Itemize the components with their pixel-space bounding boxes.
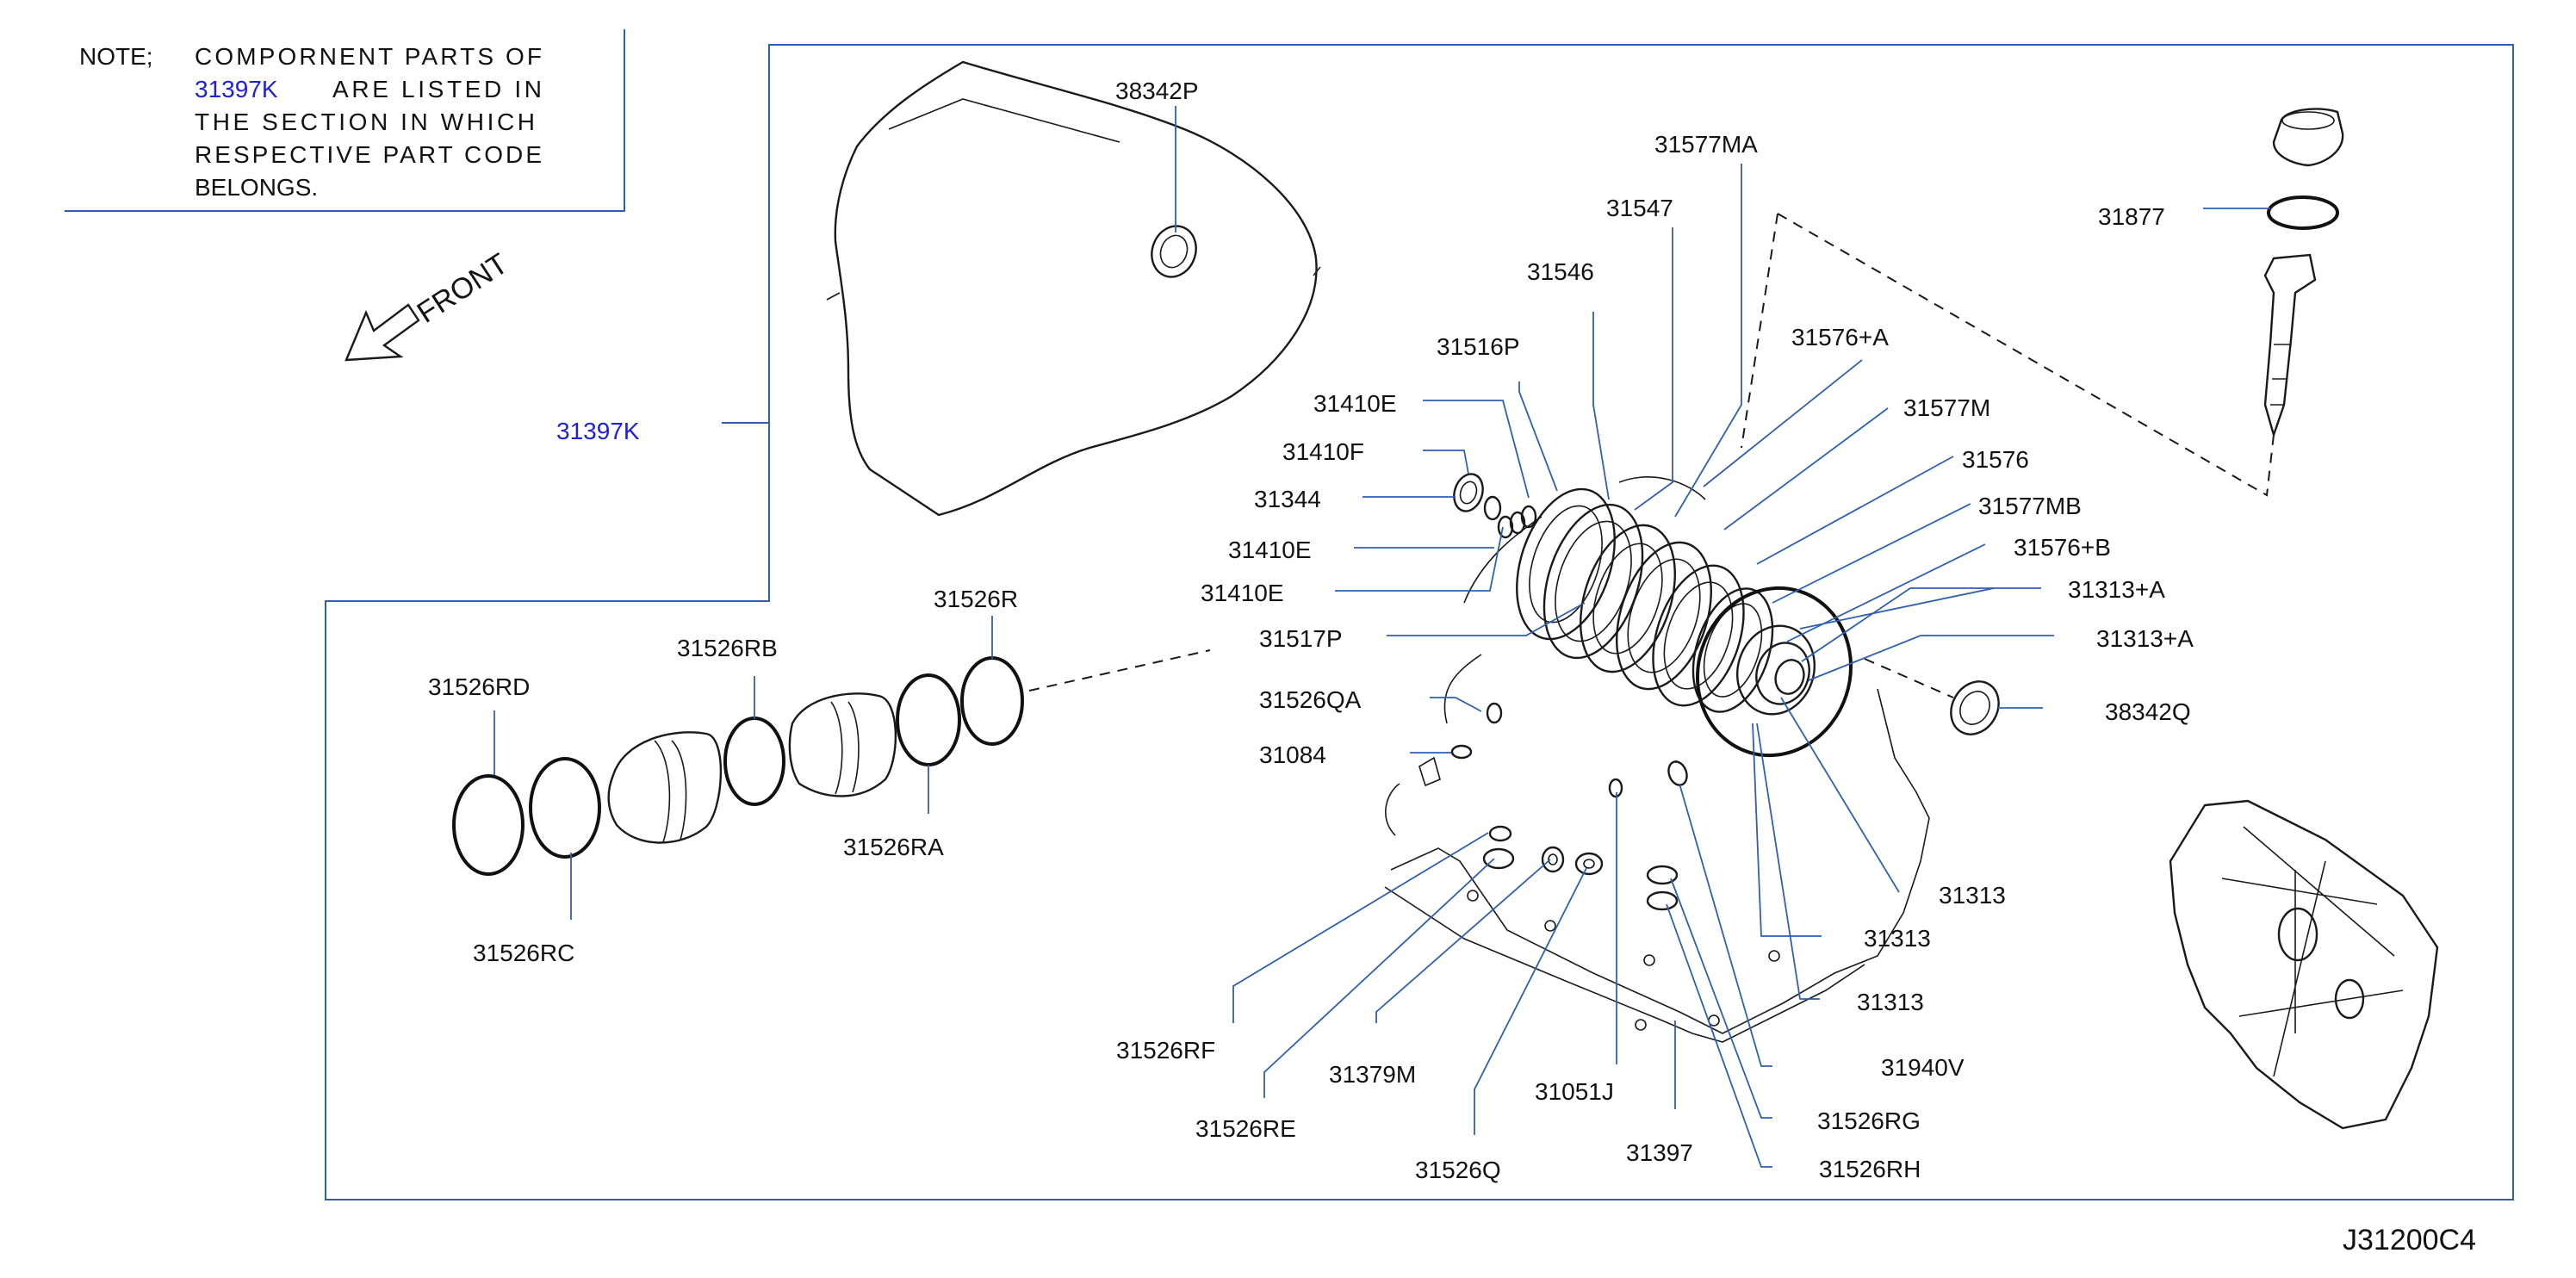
label-31526R[interactable]: 31526R	[934, 586, 1018, 612]
transmission-case-drawing	[826, 60, 1321, 517]
note-line-4: RESPECTIVE PART CODE	[195, 141, 542, 168]
label-31517P[interactable]: 31517P	[1259, 625, 1343, 652]
label-31084[interactable]: 31084	[1259, 741, 1326, 768]
note-line-5: BELONGS.	[195, 174, 318, 201]
label-31410F[interactable]: 31410F	[1282, 438, 1364, 465]
label-31526RE[interactable]: 31526RE	[1195, 1115, 1296, 1142]
label-38342Q[interactable]: 38342Q	[2105, 698, 2191, 725]
label-31546[interactable]: 31546	[1527, 258, 1594, 285]
label-31313-A-1[interactable]: 31313+A	[2068, 576, 2165, 603]
small-seals-drawing	[1482, 825, 1679, 911]
assembly-link-31397K[interactable]: 31397K	[556, 418, 640, 444]
label-31344[interactable]: 31344	[1254, 486, 1321, 512]
label-31397[interactable]: 31397	[1626, 1139, 1693, 1166]
sensor-31877-drawing	[2263, 108, 2344, 439]
label-31576-B[interactable]: 31576+B	[2014, 534, 2111, 561]
label-31576[interactable]: 31576	[1962, 446, 2029, 473]
label-31526Q[interactable]: 31526Q	[1415, 1157, 1501, 1183]
note-line-2: ARE LISTED IN	[332, 76, 542, 102]
label-31051J[interactable]: 31051J	[1535, 1078, 1614, 1105]
label-31526QA[interactable]: 31526QA	[1259, 686, 1362, 713]
sleeves-rings-drawing	[452, 656, 1024, 876]
converter-housing-drawing	[2169, 799, 2439, 1130]
label-31526RF[interactable]: 31526RF	[1116, 1037, 1215, 1064]
label-31576-A[interactable]: 31576+A	[1791, 324, 1889, 351]
label-31526RG[interactable]: 31526RG	[1817, 1107, 1921, 1134]
seal-38342P-drawing	[1151, 225, 1197, 278]
case-dash-leader	[1741, 213, 1778, 449]
clutch-pack-drawing	[1450, 473, 1853, 798]
label-38342P[interactable]: 38342P	[1115, 78, 1199, 104]
label-31526RB[interactable]: 31526RB	[677, 635, 778, 661]
valve-body-drawing	[1384, 476, 1930, 1043]
label-31313-A-2[interactable]: 31313+A	[2096, 625, 2194, 652]
seal-38342Q-drawing	[1950, 680, 2000, 735]
note-link-31397K[interactable]: 31397K	[195, 76, 278, 102]
label-31526RC[interactable]: 31526RC	[473, 940, 574, 966]
label-31313-2[interactable]: 31313	[1864, 925, 1931, 952]
sensor-dash-leader	[1777, 213, 2275, 497]
diagram-code: J31200C4	[2343, 1224, 2476, 1256]
label-31516P[interactable]: 31516P	[1437, 333, 1520, 360]
leader-lines	[493, 106, 2270, 1168]
label-31577MA[interactable]: 31577MA	[1654, 131, 1758, 158]
label-31877[interactable]: 31877	[2098, 203, 2165, 230]
label-31526RD[interactable]: 31526RD	[428, 673, 530, 700]
front-arrow-icon	[345, 303, 420, 362]
part-labels: 38342P 31577MA 31547 31546 31877 31516P …	[428, 78, 2194, 1183]
note-box-border	[65, 29, 625, 212]
seal-dash-leader	[1864, 658, 1954, 698]
note-line-1: COMPORNENT PARTS OF	[195, 43, 542, 70]
label-31577MB[interactable]: 31577MB	[1978, 493, 2082, 519]
label-31940V[interactable]: 31940V	[1881, 1054, 1965, 1081]
label-31577M[interactable]: 31577M	[1903, 394, 1990, 421]
front-label: FRONT	[412, 247, 514, 330]
label-31313-1[interactable]: 31313	[1939, 882, 2006, 909]
label-31410E-2[interactable]: 31410E	[1228, 537, 1312, 563]
front-indicator: FRONT	[345, 247, 514, 362]
note-line-3: THE SECTION IN WHICH	[195, 109, 535, 135]
assembly-frame	[325, 44, 2514, 1200]
label-31313-3[interactable]: 31313	[1857, 989, 1924, 1015]
label-31410E-3[interactable]: 31410E	[1201, 580, 1284, 606]
label-31379M[interactable]: 31379M	[1329, 1061, 1416, 1088]
label-31410E-1[interactable]: 31410E	[1313, 390, 1397, 417]
label-31526RA[interactable]: 31526RA	[843, 834, 944, 860]
label-31526RH[interactable]: 31526RH	[1819, 1156, 1921, 1182]
note-prefix: NOTE;	[79, 43, 153, 70]
label-31547[interactable]: 31547	[1606, 195, 1673, 221]
sleeve-dash-leader	[1028, 649, 1211, 692]
note-box: NOTE; COMPORNENT PARTS OF 31397K ARE LIS…	[65, 29, 625, 212]
